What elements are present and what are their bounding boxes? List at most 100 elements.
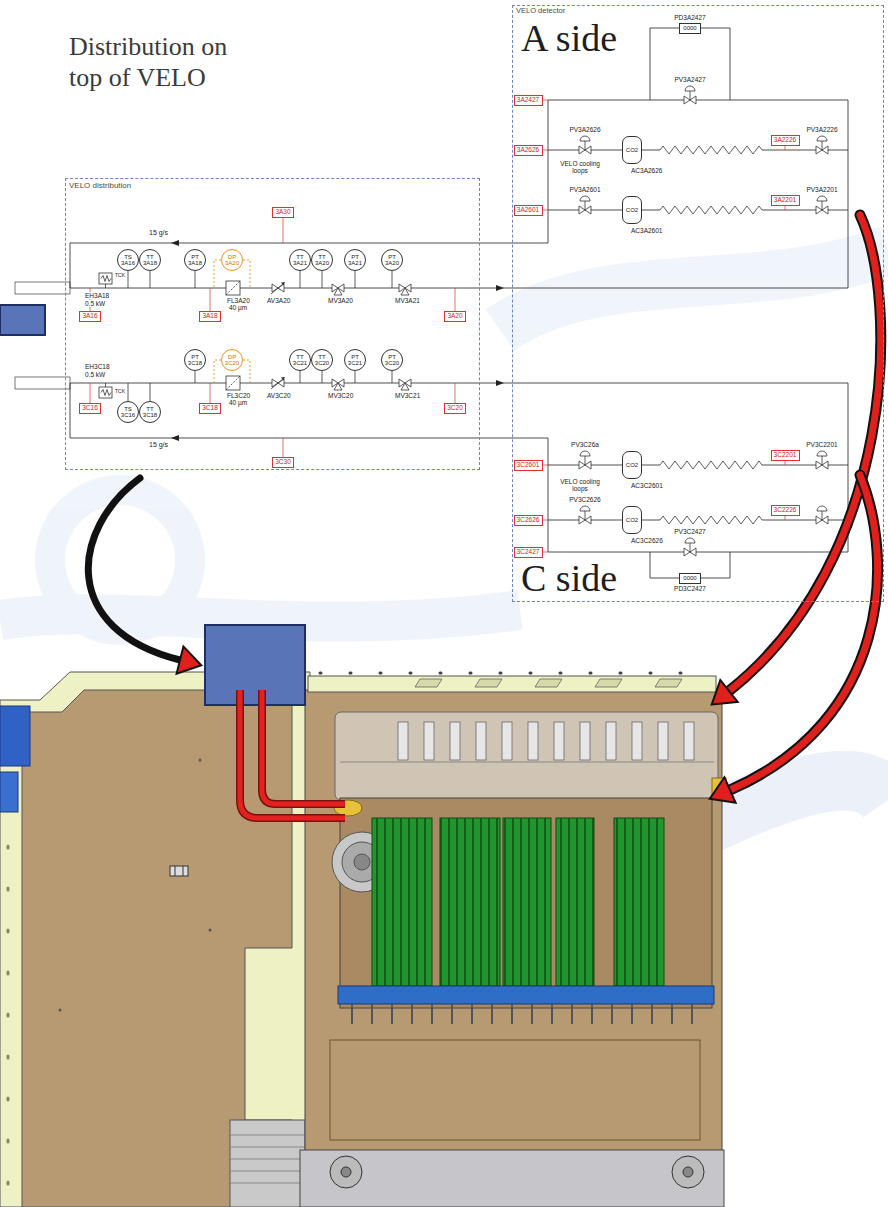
instrument-tag: TT 3C18 <box>143 406 158 418</box>
component-label: AC3A2601 <box>630 227 663 234</box>
flow-arrowheads <box>496 380 504 386</box>
instrument-bubble: TT 3C18 <box>139 401 161 423</box>
tag-leaders <box>528 100 785 552</box>
velo-vessel-drawing <box>230 1120 305 1207</box>
region-heading: A side <box>521 19 617 57</box>
component-label: 40 µm <box>228 304 248 311</box>
velo-vessel-drawing <box>308 676 716 692</box>
velo-vessel-drawing <box>398 722 408 760</box>
heater-symbol <box>101 390 111 396</box>
instrument-stems <box>128 260 392 412</box>
tag-box: 3C20 <box>444 403 466 414</box>
velo-vessel-drawing <box>683 1167 693 1177</box>
tag-number: 3C16 <box>82 404 98 411</box>
tag-number: 3A18 <box>202 312 217 319</box>
cooling-loop-coils <box>660 146 762 524</box>
distribution-box-symbol <box>205 625 305 705</box>
tag-number: 3C2626 <box>517 516 540 523</box>
region-heading: VELO detector <box>516 7 565 16</box>
component-label: EH3C18 <box>84 363 111 370</box>
tag-box: 3A2201 <box>771 195 800 206</box>
valve-symbols <box>816 136 828 154</box>
tag-box: 3C2427 <box>514 547 543 558</box>
component-label: VELO cooling loops <box>554 478 606 493</box>
velo-vessel-drawing <box>424 722 434 760</box>
differential-pressure-lines <box>214 260 250 383</box>
component-label: PV3A2226 <box>805 126 838 133</box>
tag-box: 3C2226 <box>771 505 800 516</box>
velo-vessel-drawing <box>59 1009 62 1012</box>
distribution-box-symbol <box>0 305 45 335</box>
pressure-drop-box: PD3A24270000 <box>679 23 701 34</box>
co2-vessel: CO2 <box>622 451 642 479</box>
tag-box: 3C2201 <box>771 450 800 461</box>
component-label: PV3A2601 <box>568 186 601 193</box>
device-label: 0000 <box>683 25 696 32</box>
instrument-bubble: TT 3C20 <box>311 349 333 371</box>
component-label: 0.5 kW <box>84 300 106 307</box>
velo-vessel-drawing <box>354 854 370 870</box>
tag-number: 3C20 <box>447 404 463 411</box>
vessel-label: CO2 <box>626 207 638 214</box>
component-label: TCK <box>114 273 126 279</box>
velo-vessel-drawing <box>440 818 500 986</box>
tag-leaders <box>90 212 455 462</box>
tag-number: 3C2427 <box>517 548 540 555</box>
flow-arrowheads <box>171 240 179 246</box>
flow-arrowheads <box>171 435 179 441</box>
component-label: MV3A21 <box>394 297 421 304</box>
device-label: 0000 <box>683 575 696 582</box>
valve-symbols <box>332 284 344 295</box>
tag-number: 3A2601 <box>517 206 539 213</box>
valve-symbols <box>684 86 696 104</box>
velo-vessel-drawing <box>476 722 486 760</box>
valve-symbols <box>271 377 285 389</box>
valve-symbols <box>684 538 696 556</box>
velo-vessel-drawing <box>684 722 694 760</box>
velo-vessel-drawing <box>372 818 664 986</box>
flow-arrowheads <box>496 285 504 291</box>
velo-vessel-drawing <box>330 1040 700 1140</box>
velo-vessel-drawing <box>0 672 726 1207</box>
velo-vessel-drawing <box>209 929 212 932</box>
component-label: MV3C21 <box>394 392 421 399</box>
velo-vessel-drawing <box>320 672 710 675</box>
instrument-bubble: PT 3A20 <box>381 249 403 271</box>
pointer-arrows <box>177 646 202 673</box>
tag-box: 3A30 <box>272 207 294 218</box>
velo-vessel-drawing <box>450 722 460 760</box>
velo-vessel-drawing <box>372 818 432 986</box>
filter-symbol <box>226 281 240 295</box>
tag-number: 3A16 <box>82 312 97 319</box>
pointer-arrows <box>710 777 736 803</box>
valve-symbols <box>816 451 828 469</box>
velo-vessel-drawing <box>305 690 722 1160</box>
valve-symbols <box>579 136 591 154</box>
tag-number: 3A2427 <box>517 96 539 103</box>
dashed-region: Distribution on top of VELOVELO distribu… <box>65 178 480 470</box>
instrument-tag: DP 3A20 <box>225 254 240 266</box>
instrument-bubble: PT 3A21 <box>344 249 366 271</box>
instrument-bubble: PT 3C20 <box>381 349 403 371</box>
tag-number: 3A20 <box>447 312 462 319</box>
instrument-tag: TS 3A16 <box>121 254 136 266</box>
tag-box: 3C2626 <box>514 515 543 526</box>
component-label: PV3C26a <box>570 441 600 448</box>
valve-symbols <box>579 196 591 214</box>
component-label: PV3C2427 <box>673 528 706 535</box>
instrument-tag: TT 3A21 <box>293 254 308 266</box>
component-label: PV3C2201 <box>805 441 838 448</box>
instrument-tag: PT 3A20 <box>385 254 400 266</box>
component-label: 15 g/s <box>148 229 169 237</box>
velo-vessel-drawing <box>632 722 642 760</box>
velo-vessel-drawing <box>672 1156 704 1188</box>
vessel-label: CO2 <box>626 517 638 524</box>
tag-number: 3A30 <box>275 208 290 215</box>
instrument-bubble: TT 3A21 <box>289 249 311 271</box>
velo-vessel-drawing <box>580 722 590 760</box>
pointer-arrows <box>712 680 738 705</box>
tag-box: 3C18 <box>199 403 221 414</box>
velo-vessel-drawing <box>415 679 682 687</box>
cooling-loop-coils <box>660 516 762 524</box>
vessel-label: CO2 <box>626 462 638 469</box>
